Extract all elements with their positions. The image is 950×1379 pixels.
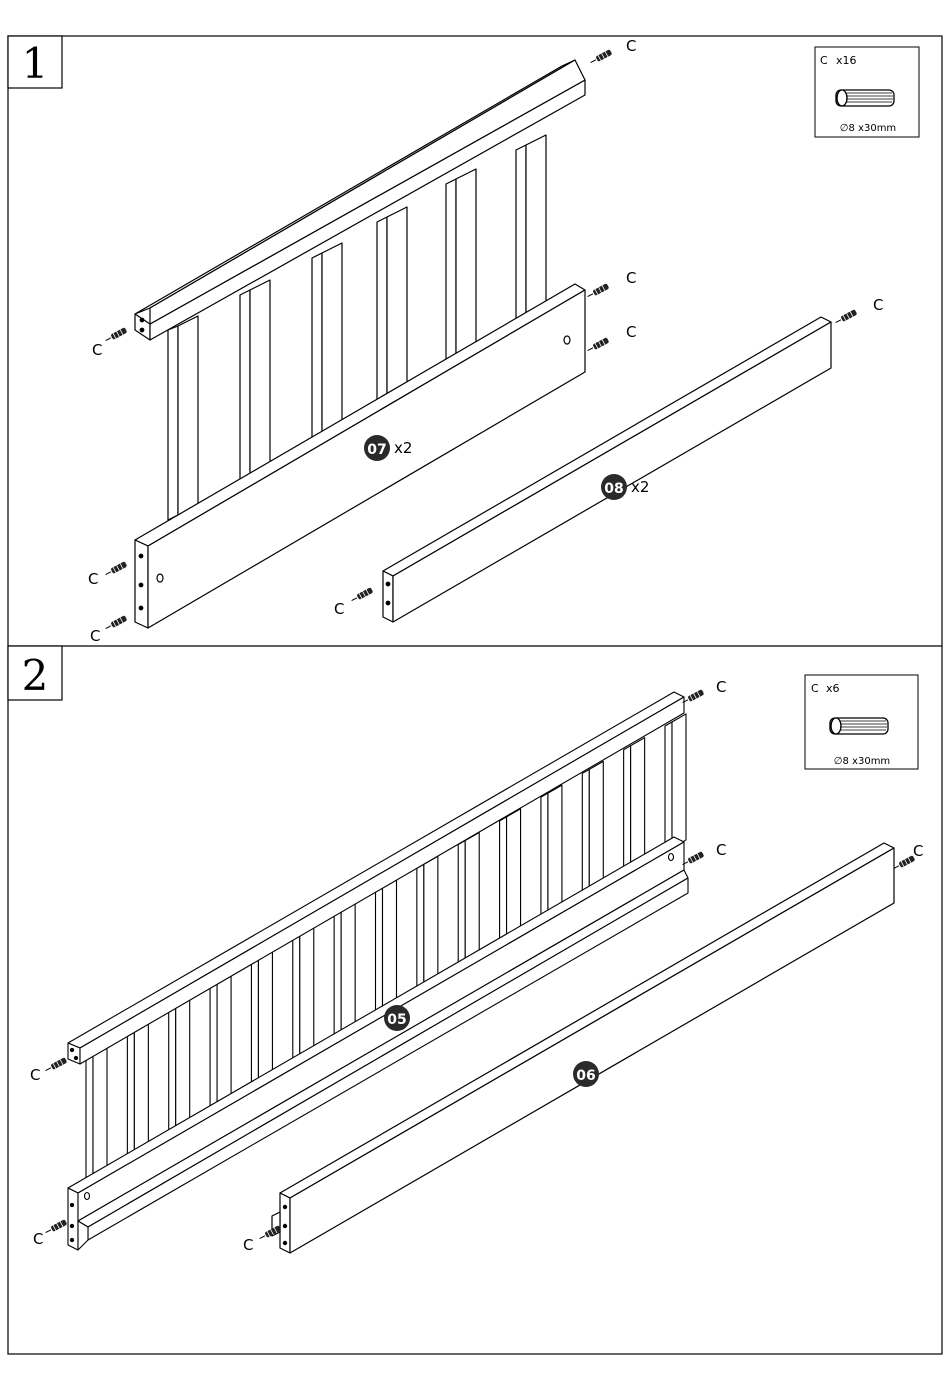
dowel-label: C <box>626 323 636 341</box>
slat-edge <box>624 746 631 876</box>
hardware-quantity: x6 <box>826 682 840 695</box>
slat-edge <box>500 817 507 947</box>
slat-edge <box>417 864 424 994</box>
slat-face <box>589 761 603 895</box>
slat-edge <box>251 959 258 1089</box>
part-quantity: x2 <box>394 439 412 457</box>
slat-edge <box>86 1054 93 1184</box>
slat-edge <box>376 888 383 1018</box>
dowel-label: C <box>33 1230 43 1248</box>
slat-face <box>548 785 562 919</box>
hardware-quantity: x16 <box>836 54 857 67</box>
slat-edge <box>169 1007 176 1137</box>
slat-edge <box>541 793 548 923</box>
step-2: 2 C x6 ∅8 x30mm <box>8 646 923 1254</box>
slat-face <box>217 975 231 1109</box>
dowel-icon <box>830 718 888 734</box>
slat-face <box>383 880 397 1014</box>
slat-edge <box>665 722 672 852</box>
dowel-label: C <box>716 678 726 696</box>
slat-edge <box>458 841 465 971</box>
dowel-label: C <box>92 341 102 359</box>
dowel-icon <box>836 90 894 106</box>
slat-edge <box>127 1030 134 1160</box>
step-number: 1 <box>22 39 49 88</box>
slat-face <box>631 738 645 872</box>
slat-face <box>258 951 272 1085</box>
dowel-label: C <box>334 600 344 618</box>
hardware-box: C x6 ∅8 x30mm <box>805 675 918 769</box>
slat-face <box>93 1046 107 1180</box>
dowel-label: C <box>90 627 100 645</box>
slat-face <box>507 809 521 943</box>
part-badge-05: 05 <box>384 1005 410 1031</box>
dowel-label: C <box>626 37 636 55</box>
slat-face <box>465 833 479 967</box>
part-number: 08 <box>604 481 623 497</box>
dowel-label: C <box>30 1066 40 1084</box>
slat-edge <box>334 912 341 1042</box>
part-number: 06 <box>576 1068 595 1084</box>
slat-face <box>176 999 190 1133</box>
dowel-label: C <box>873 296 883 314</box>
dowel-label: C <box>88 570 98 588</box>
dowel-label: C <box>626 269 636 287</box>
part-quantity: x2 <box>631 478 649 496</box>
hardware-size: ∅8 x30mm <box>834 756 890 767</box>
slat-face <box>300 927 314 1061</box>
slat-face <box>672 714 686 848</box>
slat-edge <box>293 935 300 1065</box>
hardware-size: ∅8 x30mm <box>840 123 896 134</box>
part-number: 05 <box>387 1012 406 1028</box>
slat-face <box>341 904 355 1038</box>
dowel-label: C <box>243 1236 253 1254</box>
step-number: 2 <box>22 651 49 700</box>
slat-face <box>424 856 438 990</box>
part-badge-06: 06 <box>573 1061 599 1087</box>
dowel-label: C <box>716 841 726 859</box>
slat-face <box>134 1022 148 1156</box>
slat-edge <box>210 983 217 1113</box>
slat-edge <box>582 769 589 899</box>
dowel-label: C <box>913 842 923 860</box>
part-number: 07 <box>367 442 386 458</box>
step-1: 1 C x16 ∅8 x30mm <box>8 36 919 645</box>
hardware-code: C <box>820 54 828 67</box>
hardware-code: C <box>811 682 819 695</box>
hardware-box: C x16 ∅8 x30mm <box>815 47 919 137</box>
